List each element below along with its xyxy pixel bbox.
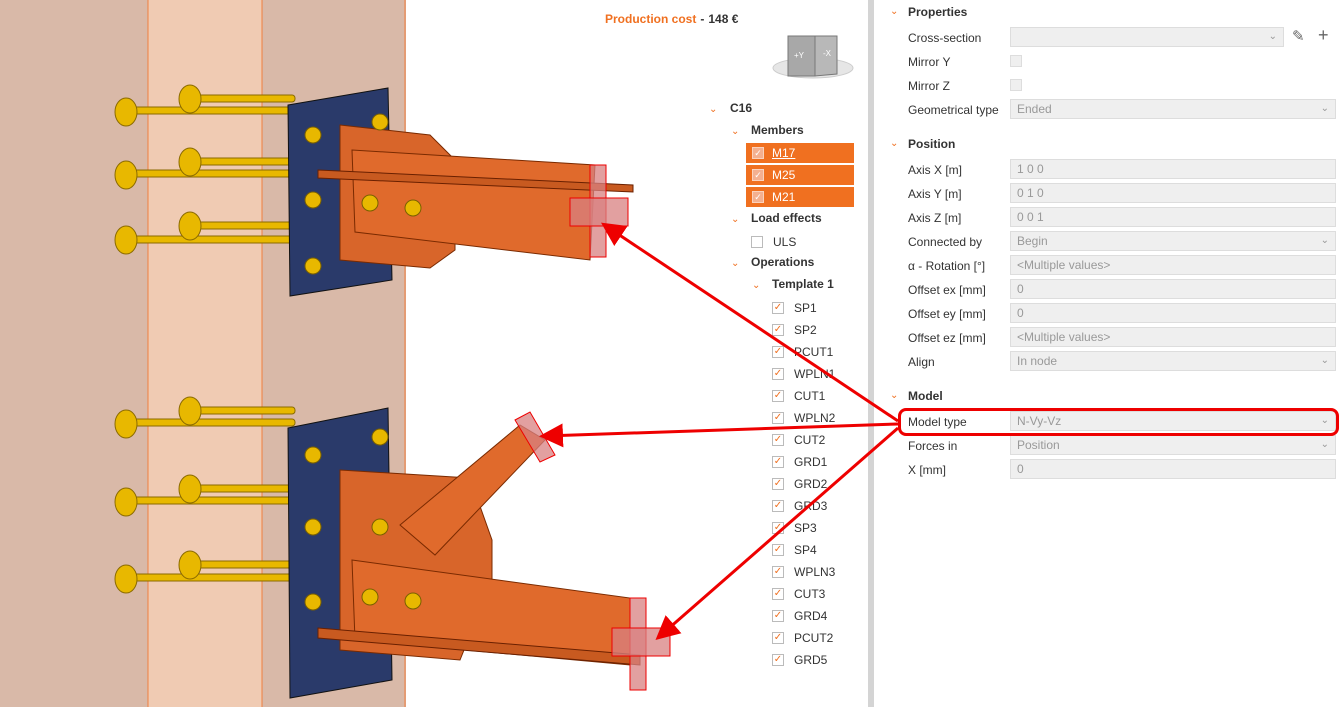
align-select[interactable]: In node⌄ — [1010, 351, 1336, 371]
section-position[interactable]: Position — [908, 137, 956, 151]
forces-in-select[interactable]: Position⌄ — [1010, 435, 1336, 455]
tree-node-operations[interactable]: Operations — [751, 255, 815, 269]
chevron-down-icon: ⌄ — [1320, 439, 1329, 450]
column-face-front — [148, 0, 262, 707]
offset-ez-field[interactable]: <Multiple values> — [1010, 327, 1336, 347]
pencil-icon[interactable]: ✎ — [1292, 28, 1305, 45]
connected-by-label: Connected by — [908, 235, 983, 249]
tree-node-c16[interactable]: C16 — [730, 101, 753, 115]
checkbox[interactable]: ✓ — [752, 147, 764, 159]
chevron-down-icon[interactable]: ⌄ — [752, 280, 761, 291]
cross-section-label: Cross-section — [908, 31, 982, 45]
checkbox[interactable]: ✓ — [772, 456, 784, 468]
rotation-field[interactable]: <Multiple values> — [1010, 255, 1336, 275]
x-mm-label: X [mm] — [908, 463, 946, 477]
geometrical-type-label: Geometrical type — [908, 103, 999, 117]
checkbox[interactable]: ✓ — [772, 522, 784, 534]
offset-ex-label: Offset ex [mm] — [908, 283, 986, 297]
axis-y-label: Axis Y [m] — [908, 187, 962, 201]
checkbox[interactable]: ✓ — [772, 632, 784, 644]
checkbox[interactable]: ✓ — [772, 544, 784, 556]
checkbox[interactable]: ✓ — [772, 566, 784, 578]
member-item-m21[interactable]: ✓M21 — [746, 187, 854, 207]
axis-z-label: Axis Z [m] — [908, 211, 962, 225]
checkbox[interactable]: ✓ — [772, 302, 784, 314]
navigation-cube[interactable]: +Y -X — [770, 30, 860, 85]
chevron-down-icon[interactable]: ⌄ — [731, 126, 740, 137]
nav-cube-face-y[interactable]: +Y — [794, 51, 805, 60]
align-label: Align — [908, 355, 935, 369]
checkbox[interactable]: ✓ — [772, 434, 784, 446]
cross-section-select[interactable]: ⌄ — [1010, 27, 1284, 47]
chevron-down-icon[interactable]: ⌄ — [890, 6, 899, 17]
plus-icon[interactable]: + — [1318, 25, 1329, 45]
tree-node-load-effects[interactable]: Load effects — [751, 211, 822, 225]
3d-model-scene[interactable] — [0, 0, 868, 707]
mirror-y-label: Mirror Y — [908, 55, 951, 69]
offset-ex-field[interactable]: 0 — [1010, 279, 1336, 299]
checkbox[interactable]: ✓ — [752, 191, 764, 203]
properties-panel: ⌄ Properties Cross-section ⌄ ✎ + Mirror … — [874, 0, 1344, 707]
checkbox[interactable]: ✓ — [772, 346, 784, 358]
chevron-down-icon: ⌄ — [1320, 415, 1329, 426]
chevron-down-icon[interactable]: ⌄ — [890, 138, 899, 149]
connected-by-select[interactable]: Begin⌄ — [1010, 231, 1336, 251]
checkbox[interactable]: ✓ — [772, 368, 784, 380]
chevron-down-icon[interactable]: ⌄ — [890, 390, 899, 401]
chevron-down-icon: ⌄ — [1320, 235, 1329, 246]
checkbox[interactable]: ✓ — [772, 324, 784, 336]
bolts-top — [304, 113, 422, 275]
checkbox[interactable]: ✓ — [752, 169, 764, 181]
chevron-down-icon: ⌄ — [1268, 31, 1277, 42]
production-cost-value: 148 € — [708, 12, 739, 26]
chevron-down-icon[interactable]: ⌄ — [709, 104, 718, 115]
3d-viewport[interactable]: Production cost-148 € +Y -X ⌄ C16 ⌄ Memb… — [0, 0, 868, 707]
model-type-highlight — [898, 408, 1339, 436]
mirror-z-label: Mirror Z — [908, 79, 950, 93]
forces-in-label: Forces in — [908, 439, 958, 453]
checkbox[interactable]: ✓ — [772, 588, 784, 600]
checkbox[interactable] — [751, 236, 763, 248]
checkbox[interactable]: ✓ — [772, 412, 784, 424]
anchor-bolts-top — [114, 84, 296, 255]
geometrical-type-select[interactable]: Ended⌄ — [1010, 99, 1336, 119]
section-model[interactable]: Model — [908, 389, 943, 403]
model-type-select[interactable]: N-Vy-Vz⌄ — [1010, 411, 1336, 431]
x-mm-field[interactable]: 0 — [1010, 459, 1336, 479]
section-properties[interactable]: Properties — [908, 5, 968, 19]
rotation-label: α - Rotation [°] — [908, 259, 986, 273]
production-cost: Production cost-148 € — [605, 12, 739, 26]
axis-x-field[interactable]: 1 0 0 — [1010, 159, 1336, 179]
mirror-z-checkbox[interactable] — [1010, 79, 1022, 91]
chevron-down-icon[interactable]: ⌄ — [731, 258, 740, 269]
tree-node-members[interactable]: Members — [751, 123, 804, 137]
model-type-label: Model type — [908, 415, 967, 429]
checkbox[interactable]: ✓ — [772, 500, 784, 512]
offset-ey-field[interactable]: 0 — [1010, 303, 1336, 323]
tree-node-template-1[interactable]: Template 1 — [772, 277, 834, 291]
offset-ey-label: Offset ey [mm] — [908, 307, 986, 321]
member-item-m25[interactable]: ✓M25 — [746, 165, 854, 185]
chevron-down-icon[interactable]: ⌄ — [731, 214, 740, 225]
beam-m17-flange — [317, 169, 634, 193]
axis-x-label: Axis X [m] — [908, 163, 963, 177]
mirror-y-checkbox[interactable] — [1010, 55, 1022, 67]
member-item-m17[interactable]: ✓M17 — [746, 143, 854, 163]
checkbox[interactable]: ✓ — [772, 610, 784, 622]
axis-y-field[interactable]: 0 1 0 — [1010, 183, 1336, 203]
chevron-down-icon: ⌄ — [1320, 355, 1329, 366]
anchor-bolts-bottom — [114, 396, 296, 594]
chevron-down-icon: ⌄ — [1320, 103, 1329, 114]
production-cost-label: Production cost — [605, 12, 697, 26]
axis-z-field[interactable]: 0 0 1 — [1010, 207, 1336, 227]
checkbox[interactable]: ✓ — [772, 390, 784, 402]
offset-ez-label: Offset ez [mm] — [908, 331, 986, 345]
nav-cube-face-x[interactable]: -X — [823, 49, 832, 58]
checkbox[interactable]: ✓ — [772, 654, 784, 666]
bolts-bottom — [304, 428, 422, 611]
checkbox[interactable]: ✓ — [772, 478, 784, 490]
